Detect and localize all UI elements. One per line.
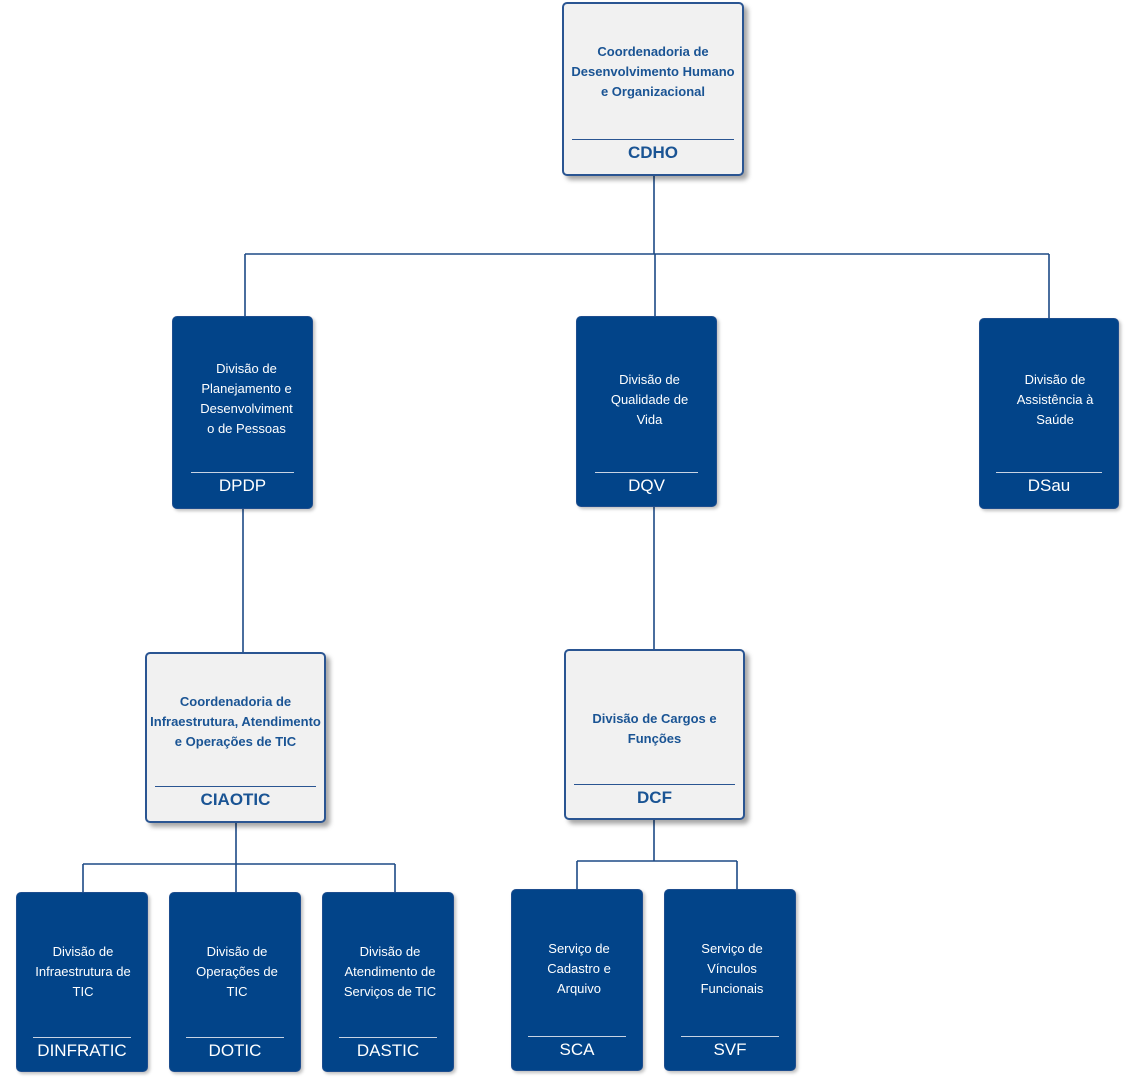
unit-box-dqv[interactable]: Divisão de Qualidade de Vida DQV [576, 316, 717, 507]
unit-name: Divisão de Operações de TIC [196, 944, 278, 999]
unit-box-dastic[interactable]: Divisão de Atendimento de Serviços de TI… [322, 892, 454, 1072]
divider [191, 472, 294, 473]
unit-box-dpdp[interactable]: Divisão de Planejamento e Desenvolviment… [172, 316, 313, 509]
unit-name: Divisão de Cargos e Funções [592, 711, 717, 746]
unit-name: Divisão de Qualidade de Vida [610, 372, 689, 427]
unit-abbreviation: SVF [713, 1040, 747, 1059]
unit-name: Divisão de Planejamento e Desenvolviment… [200, 361, 293, 436]
unit-name: Coordenadoria de Desenvolvimento Humano … [571, 44, 735, 99]
unit-box-dsau[interactable]: Divisão de Assistência à Saúde DSau [979, 318, 1119, 509]
unit-box-cdho[interactable]: Coordenadoria de Desenvolvimento Humano … [562, 2, 744, 176]
unit-name: Serviço de Vínculos Funcionais [700, 941, 764, 996]
unit-abbreviation: DSau [1027, 476, 1071, 495]
unit-box-svf[interactable]: Serviço de Vínculos Funcionais SVF [664, 889, 796, 1071]
unit-name: Divisão de Infraestrutura de TIC [35, 944, 131, 999]
divider [339, 1037, 437, 1038]
unit-box-ciaotic[interactable]: Coordenadoria de Infraestrutura, Atendim… [145, 652, 326, 823]
unit-box-sca[interactable]: Serviço de Cadastro e Arquivo SCA [511, 889, 643, 1071]
unit-abbreviation: DQV [628, 476, 665, 495]
unit-name: Divisão de Assistência à Saúde [1016, 372, 1094, 427]
unit-abbreviation: DCF [637, 788, 672, 807]
unit-abbreviation: DINFRATIC [37, 1041, 127, 1060]
unit-box-dotic[interactable]: Divisão de Operações de TIC DOTIC [169, 892, 301, 1072]
unit-box-dinfratic[interactable]: Divisão de Infraestrutura de TIC DINFRAT… [16, 892, 148, 1072]
unit-abbreviation: DOTIC [208, 1041, 262, 1060]
unit-box-dcf[interactable]: Divisão de Cargos e Funções DCF [564, 649, 745, 820]
unit-abbreviation: DASTIC [356, 1041, 420, 1060]
divider [681, 1036, 779, 1037]
unit-abbreviation: CIAOTIC [200, 790, 271, 809]
unit-name: Coordenadoria de Infraestrutura, Atendim… [150, 694, 321, 749]
unit-name: Serviço de Cadastro e Arquivo [547, 941, 611, 996]
divider [574, 784, 735, 785]
unit-name: Divisão de Atendimento de Serviços de TI… [343, 944, 437, 999]
divider [572, 139, 734, 140]
divider [996, 472, 1102, 473]
divider [33, 1037, 131, 1038]
unit-abbreviation: CDHO [627, 143, 679, 162]
unit-abbreviation: SCA [559, 1040, 595, 1059]
divider [528, 1036, 626, 1037]
divider [186, 1037, 284, 1038]
divider [155, 786, 316, 787]
divider [595, 472, 698, 473]
unit-abbreviation: DPDP [218, 476, 267, 495]
